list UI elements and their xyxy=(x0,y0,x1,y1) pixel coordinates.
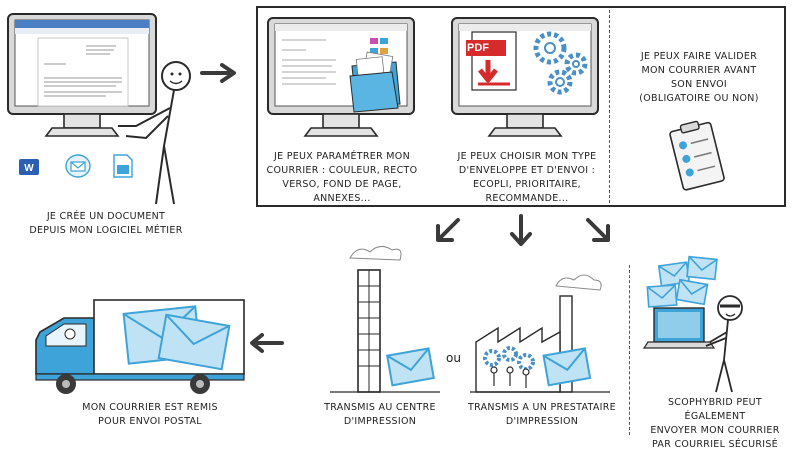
step-create-caption-line1: Je crée un document xyxy=(46,211,166,222)
step-postal-caption: Mon courrier est remis pour envoi postal xyxy=(60,401,240,429)
step-params-caption-line2: courrier : couleur, recto xyxy=(266,165,418,176)
tower-illustration xyxy=(330,246,440,393)
step-envelope-caption: Je peux choisir mon type d'enveloppe et … xyxy=(447,150,607,206)
arrow-icon xyxy=(510,214,532,246)
monitor-envelope-illustration xyxy=(451,17,599,137)
arrow-icon xyxy=(436,218,460,242)
step-create-caption-line2: depuis mon logiciel métier xyxy=(29,225,183,236)
step-envelope-caption-line4: recommande... xyxy=(485,193,569,204)
step-postal-caption-line2: pour envoi postal xyxy=(98,416,202,427)
email-illustration xyxy=(642,255,743,393)
outlook-icon xyxy=(65,154,91,178)
step-validate-caption-line1: Je peux faire valider xyxy=(640,51,758,62)
or-label: ou xyxy=(446,351,461,365)
step-postal-caption-line1: Mon courrier est remis xyxy=(82,402,218,413)
step-envelope-caption-line3: Ecopli, prioritaire, xyxy=(473,179,581,190)
step-params-caption-line4: annexes... xyxy=(313,193,371,204)
step-print-center-caption: Transmis au centre d'impression xyxy=(300,401,460,429)
step-envelope-caption-line2: d'enveloppe et d'envoi : xyxy=(458,165,596,176)
arrow-icon xyxy=(200,63,236,83)
word-icon: W xyxy=(19,159,39,175)
step-envelope-caption-line1: Je peux choisir mon type xyxy=(457,151,597,162)
libreoffice-icon xyxy=(113,154,133,178)
step-validate-caption-line3: son envoi xyxy=(670,79,728,90)
step-validate-caption-line2: mon courrier avant xyxy=(641,65,757,76)
monitor-params-illustration xyxy=(267,17,415,137)
step-email-caption-line1: SCOPHYBRID peut également xyxy=(667,397,763,422)
step-print-provider-caption-line2: d'impression xyxy=(505,416,579,427)
email-divider xyxy=(629,265,630,435)
step-email-caption: SCOPHYBRID peut également envoyer mon co… xyxy=(636,396,794,452)
arrow-icon xyxy=(586,218,610,242)
panel-divider xyxy=(609,10,610,203)
truck-illustration xyxy=(35,299,245,394)
step-email-caption-line3: par courriel sécurisé xyxy=(652,439,778,450)
step-validate-caption: Je peux faire valider mon courrier avant… xyxy=(613,50,785,106)
arrow-icon xyxy=(250,333,284,353)
step-create-caption: Je crée un document depuis mon logiciel … xyxy=(6,210,206,238)
svg-text:W: W xyxy=(24,163,34,174)
factory-illustration xyxy=(470,274,610,393)
step-email-caption-line2: envoyer mon courrier xyxy=(650,425,780,436)
monitor-create-illustration xyxy=(7,13,191,205)
step-print-provider-caption-line1: Transmis a un prestataire xyxy=(468,402,616,413)
step-print-center-caption-line1: Transmis au centre xyxy=(324,402,436,413)
step-print-center-caption-line2: d'impression xyxy=(343,416,417,427)
step-params-caption-line1: Je peux paramétrer mon xyxy=(274,151,410,162)
options-panel xyxy=(256,6,786,207)
step-params-caption-line3: verso, fond de page, xyxy=(282,179,402,190)
step-validate-caption-line4: (obligatoire ou non) xyxy=(639,93,759,104)
clipboard-icon xyxy=(669,120,725,191)
step-params-caption: Je peux paramétrer mon courrier : couleu… xyxy=(262,150,422,206)
step-print-provider-caption: Transmis a un prestataire d'impression xyxy=(452,401,632,429)
pdf-label: PDF xyxy=(467,42,489,54)
